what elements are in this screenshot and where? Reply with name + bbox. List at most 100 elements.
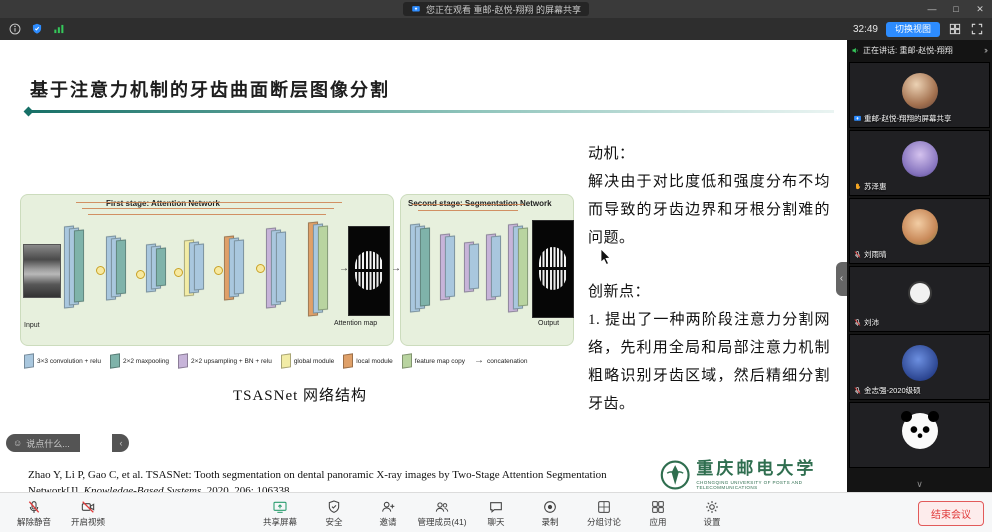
toolbar-button-label: 管理成员(41)	[417, 516, 467, 527]
legend-swatch: →	[474, 355, 485, 366]
mic-off-icon	[28, 500, 40, 513]
toolbar-button-shield[interactable]: 安全	[308, 499, 360, 528]
participant-status-icon	[853, 386, 862, 395]
toolbar-button-icon	[80, 499, 96, 515]
legend-label: 2×2 maxpooling	[122, 357, 170, 365]
legend-item: feature map copy	[401, 353, 465, 369]
motivation-body: 解决由于对比度低和强度分布不均而导致的牙齿边界和牙根分割难的问题。	[588, 174, 830, 246]
participant-name: 刘雨晴	[864, 250, 887, 259]
cnn-layer-slab	[194, 243, 204, 291]
participant-avatar	[901, 345, 938, 381]
toolbar-button-label: 安全	[325, 516, 343, 527]
speaking-indicator-text: 正在讲话: 重邮-赵悦-翔翔	[863, 45, 953, 55]
toolbar-button-chat[interactable]: 聊天	[470, 499, 522, 528]
participant-tile[interactable]: 苏泽惠	[849, 130, 990, 196]
participant-name-tag: 苏泽惠	[853, 181, 887, 192]
toolbar-button-invite[interactable]: 邀请	[362, 499, 414, 528]
citation-text: Zhao Y, Li P, Gao C, et al. TSASNet: Too…	[28, 469, 607, 492]
encryption-shield-icon[interactable]	[30, 22, 44, 36]
record-icon	[544, 500, 556, 513]
legend-label: 3×3 convolution + relu	[37, 357, 101, 365]
toolbar-button-icon	[326, 499, 342, 515]
participant-status-icon	[853, 250, 862, 259]
legend-item: 2×2 upsampling + BN + relu	[178, 353, 272, 369]
sidebar-collapse-handle[interactable]: ‹	[836, 262, 847, 296]
toolbar-button-label: 设置	[703, 516, 721, 527]
network-signal-icon[interactable]	[52, 22, 66, 36]
attention-node	[174, 268, 183, 277]
cnn-layer-slab	[518, 227, 528, 307]
participant-tile[interactable]	[849, 402, 990, 468]
participant-tile[interactable]: 刘雨晴	[849, 198, 990, 264]
toolbar-button-label: 解除静音	[16, 516, 51, 527]
legend-item: 3×3 convolution + relu	[24, 353, 101, 369]
meeting-toolbar: 解除静音 开启视频 共享屏幕 安全 邀请 管理成员(41) 聊天 录制 分组讨论…	[0, 492, 992, 532]
attention-node	[96, 266, 105, 275]
participant-name: 苏泽惠	[864, 182, 887, 191]
university-logo-block: 重庆邮电大学 CHONGQING UNIVERSITY OF POSTS AND…	[660, 458, 847, 492]
skip-connection-line	[418, 210, 518, 211]
toolbar-button-label: 分组讨论	[586, 516, 621, 527]
participant-tile[interactable]: 金志强-2020级硕	[849, 334, 990, 400]
participant-name: 金志强-2020级硕	[864, 386, 921, 395]
participant-status-icon	[853, 114, 862, 123]
participant-tile[interactable]: 重邮-赵悦-翔翔的屏幕共享	[849, 62, 990, 128]
switch-view-button[interactable]: 切换视图	[885, 21, 940, 37]
participant-avatar	[901, 73, 938, 109]
toolbar-button-camera-off[interactable]: 开启视频	[62, 499, 114, 528]
toolbar-button-members[interactable]: 管理成员(41)	[416, 499, 468, 528]
cnn-layer-slab	[276, 231, 286, 303]
citation: Zhao Y, Li P, Gao C, et al. TSASNet: Too…	[28, 468, 628, 492]
toolbar-button-label: 邀请	[379, 516, 397, 527]
legend-label: 2×2 upsampling + BN + relu	[191, 357, 272, 365]
attention-node	[214, 266, 223, 275]
scroll-more-chevron-icon[interactable]: ∨	[916, 479, 923, 489]
arrow-between-stages: →	[391, 263, 401, 274]
hide-sidebar-button[interactable]: ››	[984, 45, 988, 55]
cnn-layer-slab	[445, 235, 455, 298]
participant-status-icon	[853, 318, 862, 327]
maximize-button[interactable]: □	[953, 4, 959, 14]
toolbar-button-record[interactable]: 录制	[524, 499, 576, 528]
network-architecture-diagram: First stage: Attention Network Second st…	[20, 182, 580, 352]
mouse-cursor	[600, 248, 611, 266]
participant-avatar	[901, 209, 938, 245]
toolbar-button-icon	[650, 499, 666, 515]
fullscreen-icon[interactable]	[970, 22, 984, 36]
stage1-label: First stage: Attention Network	[106, 199, 220, 208]
participant-tile[interactable]: 刘沛	[849, 266, 990, 332]
legend-swatch	[109, 353, 120, 369]
participant-name-tag: 金志强-2020级硕	[853, 385, 921, 396]
end-meeting-button[interactable]: 结束会议	[918, 500, 984, 526]
toolbar-button-label: 录制	[541, 516, 559, 527]
cnn-layer-slab	[156, 247, 166, 287]
minimize-button[interactable]: —	[927, 4, 937, 14]
toolbar-button-label: 开启视频	[70, 516, 105, 527]
screen-share-icon	[412, 6, 420, 12]
stage2-label: Second stage: Segmentation Network	[408, 199, 552, 208]
watching-banner[interactable]: 您正在观看 重邮-赵悦-翔翔 的屏幕共享	[403, 2, 589, 16]
apps-icon	[652, 500, 664, 513]
legend-label: local module	[356, 357, 393, 365]
toolbar-button-mic-off[interactable]: 解除静音	[8, 499, 60, 528]
legend-swatch	[24, 353, 34, 369]
cnn-layer-slab	[74, 229, 84, 303]
toolbar-button-breakout[interactable]: 分组讨论	[578, 499, 630, 528]
toolbar-button-apps[interactable]: 应用	[632, 499, 684, 528]
chat-collapse-button[interactable]: ‹	[112, 434, 129, 452]
breakout-icon	[598, 500, 610, 513]
chat-quick-input[interactable]: ☺ 说点什么...	[6, 434, 80, 452]
toolbar-button-icon	[434, 499, 450, 515]
close-button[interactable]: ✕	[976, 4, 984, 14]
meeting-info-icon[interactable]	[8, 22, 22, 36]
toolbar-button-icon	[596, 499, 612, 515]
toolbar-button-icon	[26, 499, 42, 515]
toolbar-button-screen-share[interactable]: 共享屏幕	[254, 499, 306, 528]
attention-map-image	[348, 226, 390, 316]
toolbar-button-settings[interactable]: 设置	[686, 499, 738, 528]
camera-off-icon	[81, 500, 95, 513]
layout-view-icon[interactable]	[948, 22, 962, 36]
input-xray-image	[23, 244, 61, 298]
output-label: Output	[538, 320, 560, 327]
legend-swatch	[178, 353, 189, 369]
